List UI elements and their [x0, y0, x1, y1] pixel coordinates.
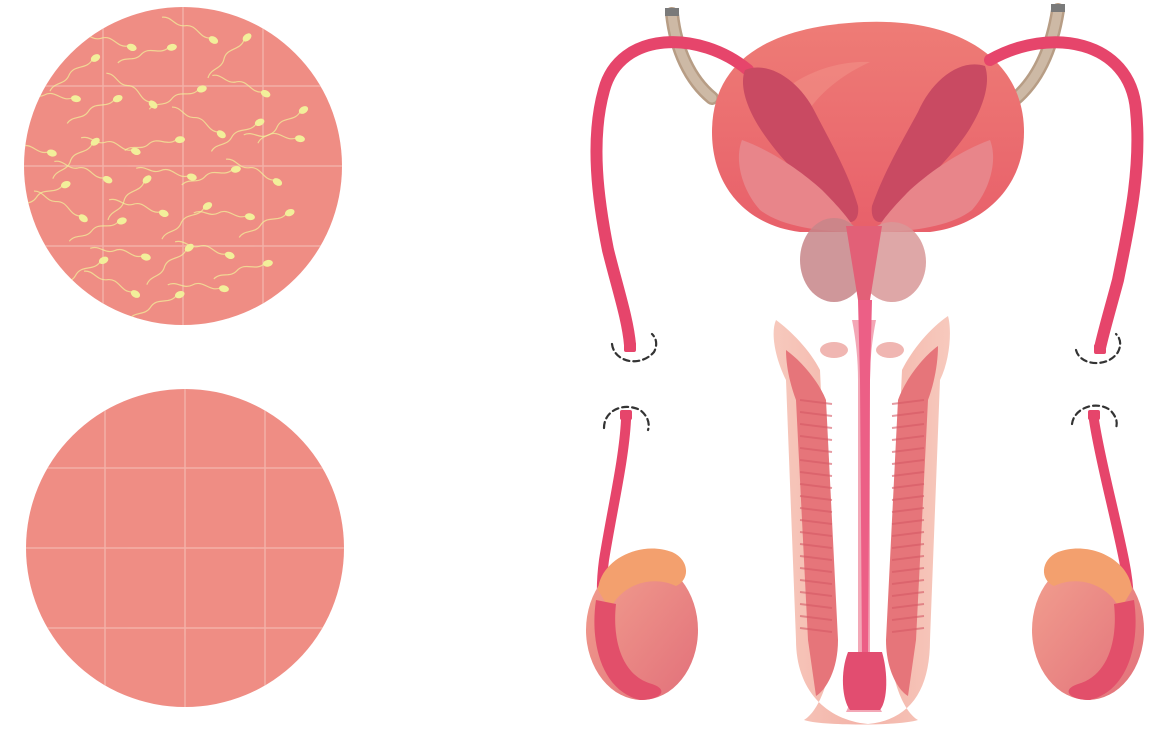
male-reproductive-anatomy — [586, 4, 1144, 725]
bulbourethral-gland-left — [820, 342, 848, 358]
testis-right-group — [1032, 420, 1144, 700]
cut-end-left-upper — [624, 342, 636, 352]
ureter-right-cap — [1051, 4, 1065, 12]
cut-end-right-upper — [1094, 344, 1106, 354]
penis — [774, 300, 950, 725]
semen-sample-before — [0, 0, 360, 340]
cut-end-right-lower — [1088, 410, 1100, 420]
semen-sample-after — [0, 380, 360, 720]
testis-left-group — [586, 420, 698, 700]
bulbourethral-gland-right — [876, 342, 904, 358]
cut-end-left-lower — [620, 410, 632, 420]
glans — [843, 652, 886, 710]
ureter-left-cap — [665, 8, 679, 16]
prostate — [800, 218, 926, 302]
